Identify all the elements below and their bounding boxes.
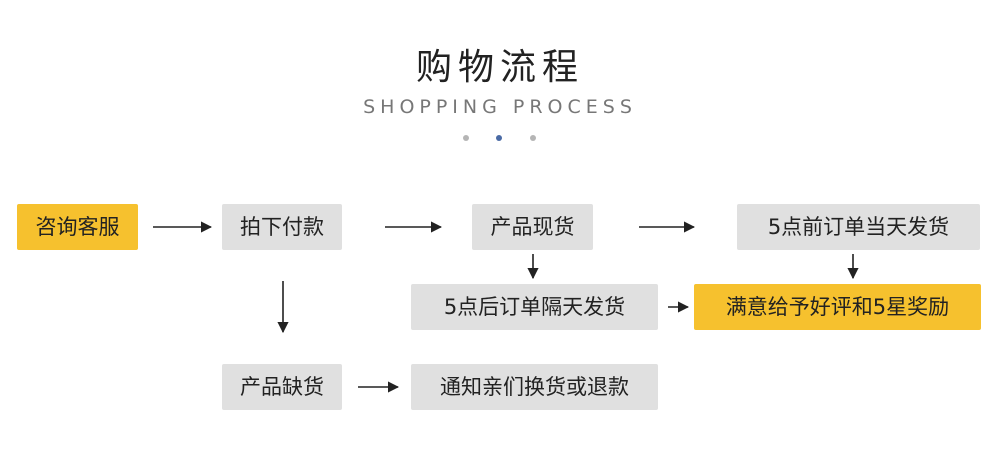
page-title: 购物流程 <box>415 47 584 88</box>
pager-dot-3[interactable] <box>530 135 536 141</box>
step-before-5-ship-today: 5点前订单当天发货 <box>737 204 980 250</box>
page-subtitle: SHOPPING PROCESS <box>363 96 637 118</box>
step-notify-exchange-refund: 通知亲们换货或退款 <box>411 364 658 410</box>
step-after-5-ship-next-day: 5点后订单隔天发货 <box>411 284 658 330</box>
step-in-stock: 产品现货 <box>472 204 593 250</box>
step-positive-review: 满意给予好评和5星奖励 <box>694 284 981 330</box>
pager-dot-1[interactable] <box>463 135 469 141</box>
step-out-of-stock: 产品缺货 <box>222 364 342 410</box>
pager-dot-2-active[interactable] <box>496 135 502 141</box>
step-order-pay: 拍下付款 <box>222 204 342 250</box>
step-consult: 咨询客服 <box>17 204 138 250</box>
